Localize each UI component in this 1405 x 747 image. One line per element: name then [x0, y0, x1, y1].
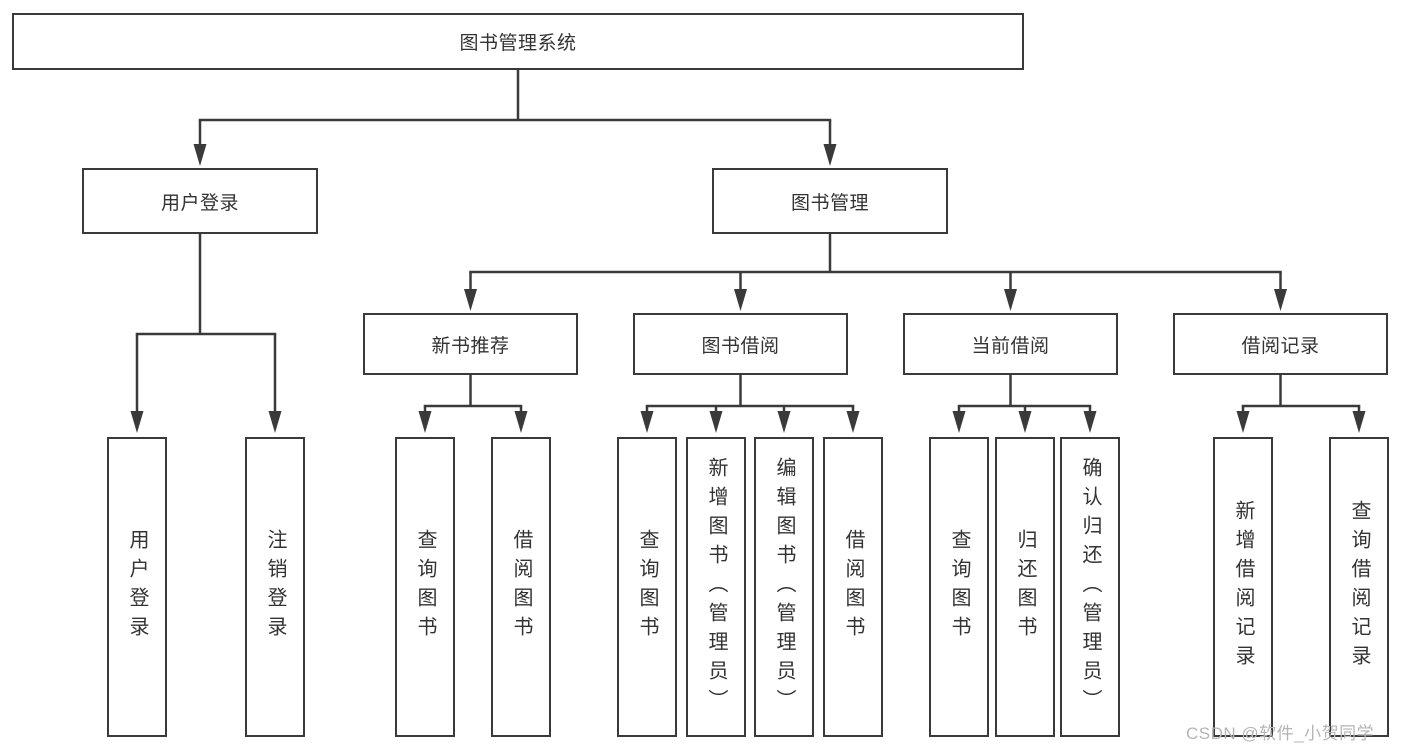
node-new-books: 新书推荐 — [363, 313, 578, 375]
node-bb-add: 新增图书（管理员） — [686, 437, 746, 737]
node-bb-borrow: 借阅图书 — [823, 437, 883, 737]
node-current-borrow: 当前借阅 — [903, 313, 1118, 375]
node-nb-borrow: 借阅图书 — [491, 437, 551, 737]
node-borrow-records: 借阅记录 — [1173, 313, 1388, 375]
node-bb-query: 查询图书 — [617, 437, 677, 737]
node-user-login: 用户登录 — [82, 168, 318, 234]
node-book-mgmt: 图书管理 — [712, 168, 948, 234]
node-bb-edit: 编辑图书（管理员） — [754, 437, 814, 737]
watermark-text: CSDN @软件_小贺同学 — [1186, 724, 1375, 743]
node-root: 图书管理系统 — [12, 13, 1024, 70]
node-book-borrow: 图书借阅 — [633, 313, 848, 375]
node-cb-confirm: 确认归还（管理员） — [1060, 437, 1120, 737]
node-leaf-logout: 注销登录 — [245, 437, 305, 737]
node-cb-return: 归还图书 — [995, 437, 1055, 737]
node-nb-query: 查询图书 — [395, 437, 455, 737]
node-br-query: 查询借阅记录 — [1329, 437, 1389, 737]
node-leaf-user-login: 用户登录 — [107, 437, 167, 737]
node-br-add: 新增借阅记录 — [1213, 437, 1273, 737]
node-cb-query: 查询图书 — [929, 437, 989, 737]
